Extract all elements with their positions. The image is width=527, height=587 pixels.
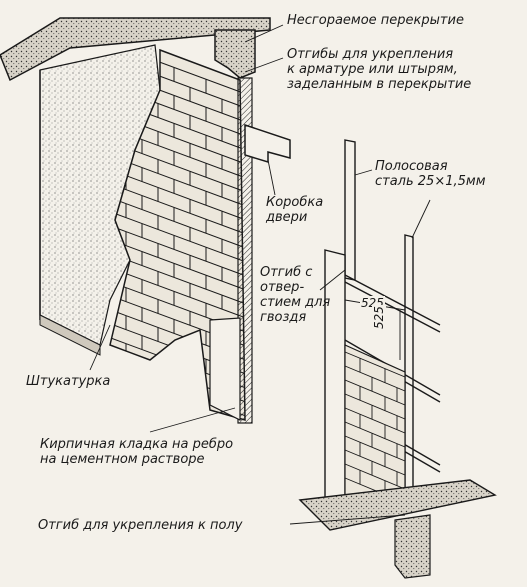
label-bend-hole-line3: стием для — [260, 295, 331, 310]
label-noncombustible-slab: Несгораемое перекрытие — [287, 13, 464, 28]
label-brickwork-line1: Кирпичная кладка на ребро — [40, 437, 234, 452]
label-bend-hole-line2: отвер- — [260, 280, 305, 295]
label-strip-steel-line1: Полосовая — [375, 159, 448, 174]
label-door-frame-line2: двери — [266, 210, 308, 225]
floor-slab — [298, 479, 497, 579]
label-plaster: Штукатурка — [26, 374, 111, 389]
label-door-frame-line1: Коробка — [266, 195, 324, 210]
label-bends-line3: заделанным в перекрытие — [287, 77, 472, 92]
leader-lines — [89, 24, 431, 525]
label-floor-bend: Отгиб для укрепления к полу — [38, 518, 243, 533]
label-brickwork-line2: на цементном растворе — [40, 452, 205, 467]
brick-infill — [344, 344, 406, 506]
label-strip-steel-line2: сталь 25×1,5мм — [375, 174, 486, 189]
door-frame — [209, 77, 291, 424]
steel-strip-frame — [324, 139, 441, 511]
dimension-vertical: 525 — [372, 305, 386, 330]
label-bend-hole-line4: гвоздя — [260, 310, 307, 325]
label-bends-line2: к арматуре или штырям, — [287, 62, 458, 77]
label-bends-line1: Отгибы для укрепления — [287, 47, 454, 62]
label-bend-hole-line1: Отгиб с — [260, 265, 313, 280]
